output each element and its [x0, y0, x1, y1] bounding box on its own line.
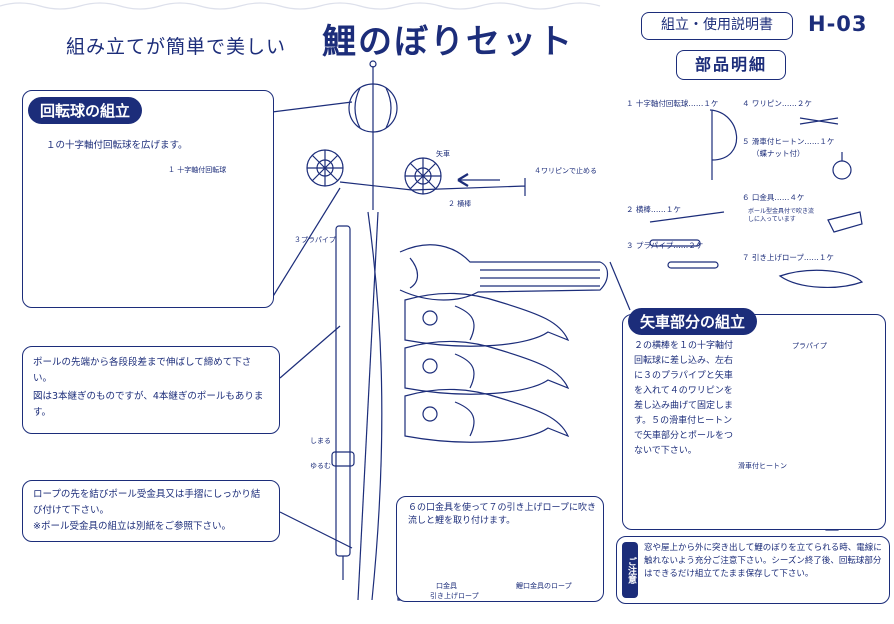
- part-1-label: １ 十字軸付回転球……１ケ: [626, 99, 719, 108]
- ball-assembly-box: [22, 90, 274, 308]
- ball-callout: １ 十字軸付回転球: [168, 166, 227, 174]
- part-5-sublabel: （蝶ナット付）: [752, 149, 805, 158]
- pipe-label: ３プラパイプ: [294, 236, 336, 244]
- part-4-label: ４ ワリピン……２ケ: [742, 99, 812, 108]
- arrow-assembly-body: ２の横棒を１の十字軸付回転球に差し込み、左右に３のプラパイプと矢車を入れて４のワ…: [634, 341, 734, 456]
- caution-tag: ご注意: [622, 542, 638, 598]
- pole-note-box: ポールの先端から各段段差まで伸ばして締めて下さい。 図は3本継ぎのものですが、4…: [22, 346, 280, 434]
- subtitle: 組み立てが簡単で美しい: [66, 36, 287, 58]
- pole-note-line1: ポールの先端から各段段差まで伸ばして締めて下さい。: [33, 357, 252, 384]
- part-2-label: ２ 横棒……１ケ: [626, 205, 681, 214]
- loosen-label: ゆるむ: [310, 462, 331, 470]
- pole-note-line2: 図は3本継ぎのものですが、4本継ぎのポールもあります。: [33, 391, 264, 418]
- clip-label-b: 引き上げロープ: [430, 592, 479, 600]
- arrow-pipe-label: プラパイプ: [792, 342, 827, 350]
- clip-label-a: 口金具: [436, 582, 457, 590]
- part-3-label: ３ プラパイプ……２ケ: [626, 241, 704, 250]
- tighten-label: しまる: [310, 437, 331, 445]
- arrow-assembly-heading: 矢車部分の組立: [628, 308, 758, 335]
- part-7-label: ７ 引き上げロープ……１ケ: [742, 253, 834, 262]
- rope-note-line1: ロープの先を結びポール受金具又は手摺にしっかり結び付けて下さい。: [33, 489, 261, 516]
- manual-label: 組立・使用説明書: [641, 12, 793, 40]
- rope-note-box: ロープの先を結びポール受金具又は手摺にしっかり結び付けて下さい。 ※ポール受金具…: [22, 480, 280, 542]
- arrow-assembly-box: [622, 314, 886, 530]
- parts-list-title: 部品明細: [676, 50, 786, 80]
- product-code: H-03: [808, 12, 868, 36]
- crossbar-label: ２ 横棒: [448, 200, 472, 208]
- ball-assembly-heading: 回転球の組立: [28, 97, 143, 124]
- ball-assembly-step: １の十字軸付回転球を広げます。: [46, 140, 188, 151]
- clip-label-c: 鯉口金具のロープ: [516, 582, 572, 590]
- part-6-note: ボール型金具付で吹き流しに入っています: [748, 208, 815, 223]
- caution-box: [616, 536, 890, 604]
- part-6-label: ６ 口金具……４ケ: [742, 193, 805, 202]
- part-5-label: ５ 滑車付ヒートン……１ケ: [742, 137, 835, 146]
- clip-text: ６の口金具を使って７の引き上げロープに吹き流しと鯉を取り付けます。: [408, 503, 597, 526]
- arrow-pulley-label: 滑車付ヒートン: [738, 462, 787, 470]
- rope-note-line2: ※ポール受金具の組立は別紙をご参照下さい。: [33, 521, 231, 532]
- arrow-wheel-label: 矢車: [436, 150, 450, 158]
- page-title: 鯉のぼりセット: [322, 22, 574, 62]
- caution-text: 窓や屋上から外に突き出して鯉のぼりを立てられる時、電線に触れないよう充分ご注意下…: [644, 543, 882, 579]
- wire-pin-label: ４ワリピンで止める: [534, 167, 597, 175]
- clip-box: [396, 496, 604, 602]
